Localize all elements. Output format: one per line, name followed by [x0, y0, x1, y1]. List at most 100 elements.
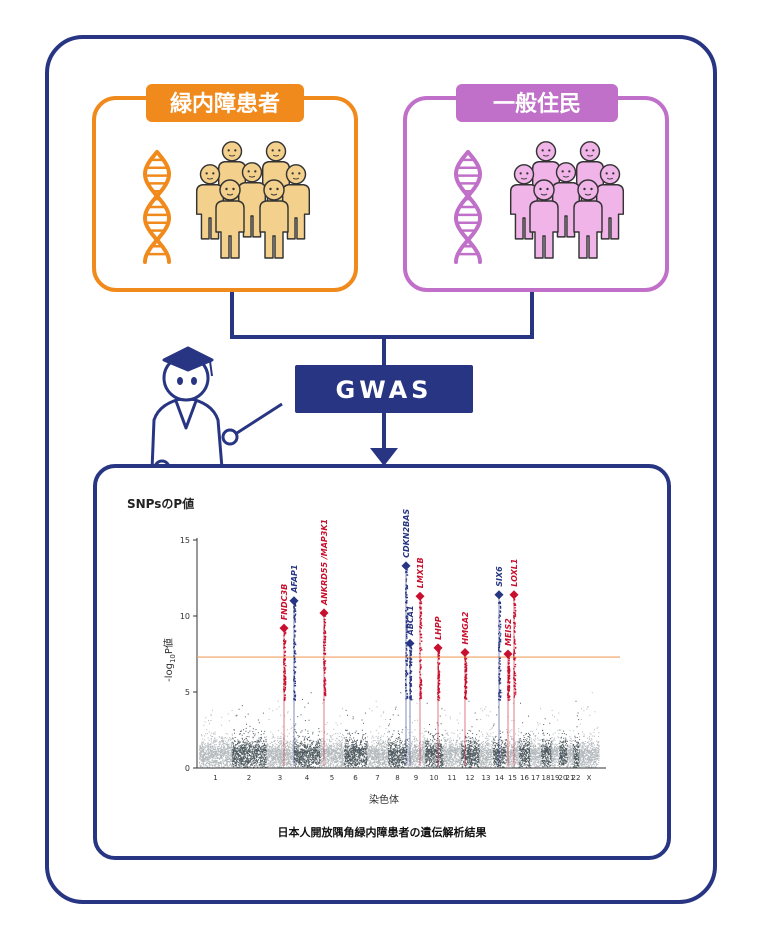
snp-cluster — [519, 702, 531, 768]
chromosome-label: 17 — [531, 774, 540, 782]
locus-marker — [503, 649, 513, 659]
chromosome-label: 13 — [482, 774, 491, 782]
y-tick-label: 15 — [180, 536, 190, 545]
snp-cluster — [266, 700, 295, 769]
researcher-figure — [150, 346, 283, 477]
x-axis-label: 染色体 — [369, 793, 399, 806]
y-tick-label: 5 — [185, 688, 190, 697]
dna-strand — [453, 150, 483, 264]
graduation-cap — [162, 346, 214, 372]
locus-label: AFAP1 — [290, 565, 299, 594]
locus-label: LHPP — [434, 616, 443, 640]
arrow-head — [370, 448, 398, 466]
snp-tower — [323, 614, 327, 701]
locus-marker — [401, 561, 411, 571]
snp-cluster — [541, 718, 552, 768]
chromosome-label: 6 — [353, 774, 358, 782]
snp-cluster — [199, 709, 233, 769]
chromosome-label: 9 — [414, 774, 418, 782]
locus-label: FNDC3B — [280, 584, 289, 620]
snp-cluster — [573, 700, 580, 769]
locus-marker — [433, 643, 443, 653]
chromosome-label: 22 — [572, 774, 581, 782]
plot-caption: 日本人開放隅角緑内障患者の遺伝解析結果 — [278, 825, 487, 839]
chromosome-label: 11 — [448, 774, 457, 782]
dna-strand — [453, 150, 483, 264]
person-icon — [595, 164, 625, 240]
chromosome-label: 8 — [395, 774, 399, 782]
snp-cluster — [567, 730, 574, 768]
snp-cluster — [425, 702, 444, 769]
locus-marker — [460, 647, 470, 658]
snp-cluster — [479, 706, 494, 769]
locus-label: LOXL1 — [510, 559, 519, 587]
general-panel: 一般住民 — [403, 84, 669, 292]
chromosome-label: 20 — [559, 774, 568, 782]
snp-cluster — [367, 700, 389, 769]
locus-marker — [289, 596, 299, 606]
dna-strand — [142, 150, 172, 264]
person-icon — [529, 179, 559, 259]
locus-marker — [279, 623, 289, 633]
locus-label: ANKRD55 /MAP3K1 — [320, 519, 329, 606]
snp-cluster — [493, 692, 507, 769]
person-icon — [551, 162, 581, 238]
patients-label-bg — [146, 84, 304, 122]
chromosome-label: 5 — [330, 774, 334, 782]
snp-cluster — [579, 692, 600, 769]
chromosome-label: X — [587, 774, 592, 782]
snp-cluster — [320, 702, 345, 769]
dna-strand — [142, 150, 172, 264]
dna-icon-general — [453, 150, 483, 264]
locus-marker — [494, 590, 504, 600]
locus-marker — [319, 608, 329, 618]
chromosome-label: 12 — [466, 774, 475, 782]
gwas-label: GWAS — [336, 376, 433, 404]
locus-marker — [509, 590, 519, 600]
person-icon — [237, 162, 267, 238]
snp-cluster — [506, 699, 520, 769]
locus-label: LMX1B — [416, 557, 425, 588]
snp-cluster — [232, 705, 267, 769]
patients-panel: 緑内障患者 — [92, 84, 358, 292]
snp-cluster — [461, 700, 480, 769]
locus-label: SIX6 — [495, 566, 504, 587]
locus-marker — [405, 638, 415, 648]
locus-marker — [415, 591, 425, 601]
locus-label: CDKN2BAS — [402, 509, 411, 558]
chromosome-label: 19 — [551, 774, 560, 782]
person-icon — [573, 179, 603, 259]
general-label-bg — [456, 84, 618, 122]
snp-cluster — [530, 708, 542, 769]
snp-cluster — [551, 709, 560, 769]
snp-cluster — [559, 729, 568, 769]
locus-label: ABCA1 — [406, 605, 415, 636]
snp-tower — [419, 596, 423, 700]
gwas-label-bg — [295, 365, 473, 413]
chromosome-label: 2 — [247, 774, 251, 782]
snp-cluster — [443, 709, 462, 769]
locus-label: MEIS2 — [504, 618, 513, 646]
chromosome-label: 18 — [542, 774, 551, 782]
dna-icon-patients — [142, 150, 172, 264]
snp-cluster — [407, 699, 426, 769]
patients-label: 緑内障患者 — [170, 91, 280, 117]
chromosome-label: 21 — [566, 774, 575, 782]
chromosome-label: 15 — [508, 774, 517, 782]
y-tick-label: 10 — [180, 612, 190, 621]
locus-label: HMGA2 — [461, 611, 470, 644]
snp-cluster — [294, 692, 321, 769]
chromosome-label: 7 — [375, 774, 379, 782]
chromosome-label: 10 — [430, 774, 439, 782]
y-tick-label: 0 — [185, 764, 190, 773]
snp-cluster — [388, 692, 408, 769]
chromosome-label: 16 — [520, 774, 529, 782]
people-icon-patients — [195, 141, 311, 259]
people-icon-general — [509, 141, 625, 259]
y-axis-label: -log10P値 — [162, 638, 177, 682]
plot-title: SNPsのP値 — [127, 496, 194, 511]
general-label: 一般住民 — [493, 91, 581, 117]
chromosome-label: 1 — [213, 774, 217, 782]
